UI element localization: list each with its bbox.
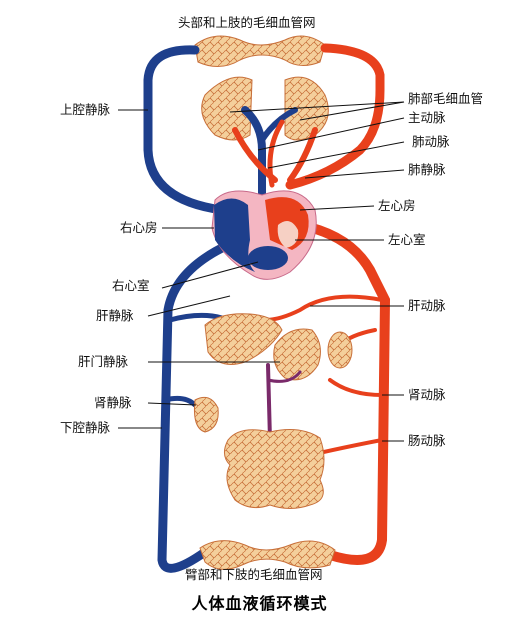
label-pulmonary-capillaries: 肺部毛细血管 bbox=[408, 91, 484, 106]
label-inferior-vena-cava: 下腔静脉 bbox=[60, 420, 111, 435]
label-hepatic-vein: 肝静脉 bbox=[96, 308, 134, 323]
leader-lines bbox=[118, 101, 405, 442]
lungs bbox=[201, 76, 329, 141]
label-right-atrium: 右心房 bbox=[120, 220, 158, 235]
pulmonary-artery bbox=[241, 106, 298, 219]
liver bbox=[204, 313, 283, 365]
right-heart-chambers bbox=[214, 198, 255, 272]
label-superior-vena-cava: 上腔静脉 bbox=[60, 102, 111, 117]
heart bbox=[211, 190, 317, 280]
label-portal-vein: 肝门静脉 bbox=[78, 354, 129, 369]
label-left-atrium: 左心房 bbox=[378, 198, 416, 213]
right-ventricle-shape bbox=[248, 246, 288, 270]
top-caption: 头部和上肢的毛细血管网 bbox=[178, 15, 316, 30]
head-capillary-bed bbox=[194, 35, 326, 67]
label-right-ventricle: 右心室 bbox=[112, 278, 150, 293]
systemic-veins bbox=[143, 45, 233, 573]
label-pulmonary-artery: 肺动脉 bbox=[412, 134, 450, 149]
label-pulmonary-vein: 肺静脉 bbox=[408, 162, 446, 177]
label-renal-artery: 肾动脉 bbox=[408, 387, 446, 402]
label-aorta: 主动脉 bbox=[408, 110, 446, 125]
label-left-ventricle: 左心室 bbox=[388, 232, 426, 247]
spleen-capillary-bed bbox=[327, 331, 353, 369]
legs-capillary-bed bbox=[199, 540, 336, 570]
intestine bbox=[224, 429, 325, 509]
bottom-caption: 臂部和下肢的毛细血管网 bbox=[185, 567, 323, 582]
portal-vein bbox=[266, 363, 302, 442]
diagram-title: 人体血液循环模式 bbox=[191, 594, 328, 613]
label-renal-vein: 肾静脉 bbox=[94, 395, 132, 410]
pulmonary-veins bbox=[232, 119, 318, 188]
label-intestinal-artery: 肠动脉 bbox=[408, 433, 446, 448]
label-hepatic-artery: 肝动脉 bbox=[408, 298, 446, 313]
stomach-capillary-bed bbox=[273, 328, 321, 381]
kidney bbox=[194, 396, 219, 433]
